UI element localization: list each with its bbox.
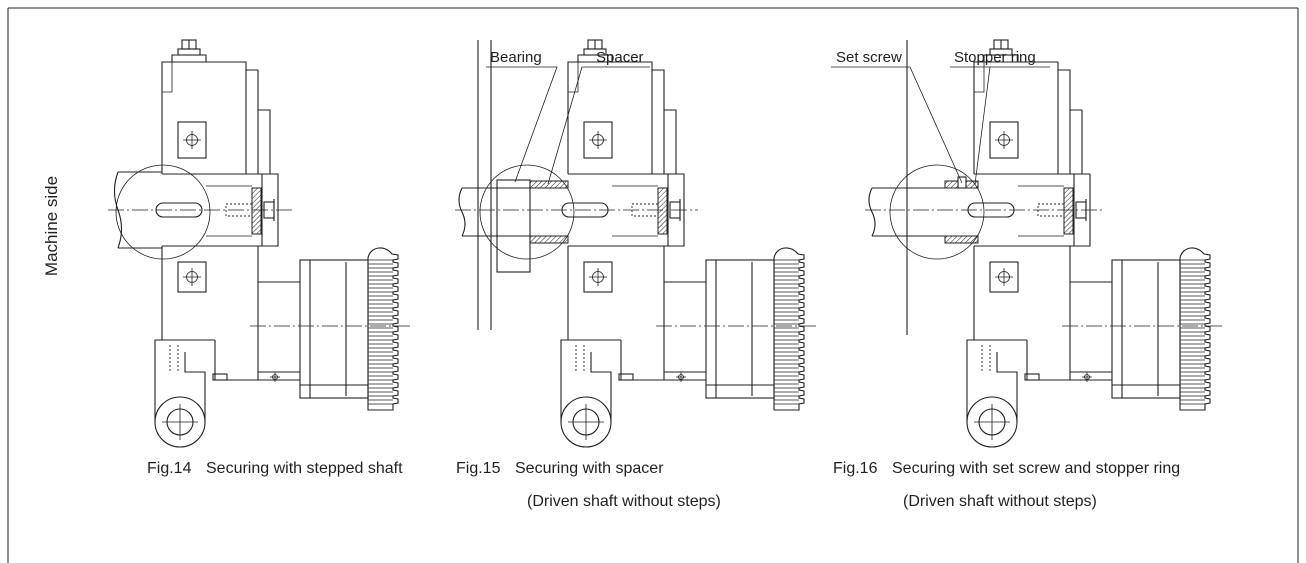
bearing-callout: Bearing bbox=[486, 49, 558, 183]
fig15-detail-circle bbox=[479, 164, 575, 260]
captions: Fig.14 Securing with stepped shaft Fig.1… bbox=[147, 460, 1180, 510]
spacer-label: Spacer bbox=[596, 49, 644, 66]
fig16-reducer-body bbox=[966, 39, 1225, 448]
fig15-number: Fig.15 bbox=[456, 460, 501, 477]
fig16-title: Securing with set screw and stopper ring bbox=[892, 460, 1180, 477]
fig14-number: Fig.14 bbox=[147, 460, 192, 477]
fig16-subtitle: (Driven shaft without steps) bbox=[903, 493, 1097, 510]
set-screw-callout: Set screw bbox=[831, 49, 963, 184]
bearing-leader bbox=[486, 66, 558, 183]
bearing bbox=[496, 179, 531, 273]
fig15-caption: Fig.15 Securing with spacer bbox=[456, 460, 664, 477]
fig15-reducer-body bbox=[560, 39, 819, 448]
set-screw-label: Set screw bbox=[836, 49, 902, 66]
fig15-subtitle: (Driven shaft without steps) bbox=[527, 493, 721, 510]
stopper-ring-bottom bbox=[944, 235, 979, 244]
spacer-callout: Spacer bbox=[547, 49, 650, 185]
fig16-drawing: Set screw Stopper ring bbox=[831, 39, 1225, 448]
stopper-ring-callout: Stopper ring bbox=[950, 49, 1050, 185]
fig16-driven-shaft bbox=[868, 187, 974, 237]
spacer-top bbox=[529, 180, 569, 189]
fig14-title: Securing with stepped shaft bbox=[206, 460, 403, 477]
fig14-drawing bbox=[108, 39, 413, 448]
stopper-ring-label: Stopper ring bbox=[954, 49, 1036, 66]
spacer-bottom bbox=[529, 235, 569, 244]
set-screw-leader bbox=[831, 66, 963, 184]
fig14-detail-circle bbox=[115, 164, 211, 260]
spacer-leader bbox=[547, 66, 650, 185]
fig15-title: Securing with spacer bbox=[515, 460, 664, 477]
fig15-driven-shaft bbox=[458, 187, 568, 237]
fig15-shaft-break bbox=[458, 187, 466, 237]
fig16-caption: Fig.16 Securing with set screw and stopp… bbox=[833, 460, 1180, 477]
bearing-label: Bearing bbox=[490, 49, 542, 66]
fig14-caption: Fig.14 Securing with stepped shaft bbox=[147, 460, 403, 477]
fig15-drawing: Bearing Spacer bbox=[455, 39, 819, 448]
stopper-ring-leader bbox=[974, 66, 991, 185]
fig16-shaft-break bbox=[868, 187, 876, 237]
fig16-number: Fig.16 bbox=[833, 460, 878, 477]
machine-side-label: Machine side bbox=[42, 176, 61, 276]
fig16-detail-circle bbox=[889, 164, 985, 260]
fig14-reducer-body bbox=[154, 39, 413, 448]
figure-frame bbox=[7, 7, 1299, 563]
